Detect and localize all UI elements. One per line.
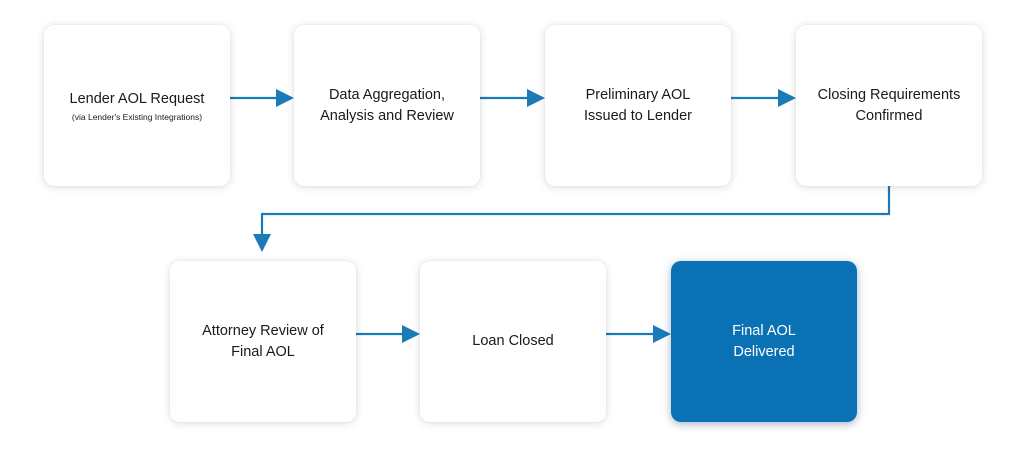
arrow-5-to-6: [356, 325, 420, 343]
step-lender-aol-request: Lender AOL Request (via Lender's Existin…: [44, 25, 230, 186]
arrow-4-to-5: [253, 186, 891, 252]
step-subtitle: (via Lender's Existing Integrations): [71, 111, 203, 122]
step-title: Attorney Review of Final AOL: [202, 322, 324, 360]
step-title: Lender AOL Request: [69, 90, 205, 107]
step-title: Final AOL Delivered: [732, 322, 796, 360]
step-preliminary-aol: Preliminary AOL Issued to Lender: [545, 25, 731, 186]
arrow-2-to-3: [480, 89, 545, 107]
step-final-aol-delivered: Final AOL Delivered: [671, 261, 857, 422]
step-data-aggregation: Data Aggregation, Analysis and Review: [294, 25, 480, 186]
step-title: Preliminary AOL Issued to Lender: [583, 86, 693, 124]
step-title: Closing Requirements Confirmed: [817, 86, 961, 124]
step-closing-requirements: Closing Requirements Confirmed: [796, 25, 982, 186]
step-title: Loan Closed: [472, 333, 554, 349]
step-loan-closed: Loan Closed: [420, 261, 606, 422]
step-attorney-review: Attorney Review of Final AOL: [170, 261, 356, 422]
step-title: Data Aggregation, Analysis and Review: [320, 86, 454, 124]
arrow-6-to-7: [606, 325, 671, 343]
arrow-3-to-4: [731, 89, 796, 107]
arrow-1-to-2: [230, 89, 294, 107]
